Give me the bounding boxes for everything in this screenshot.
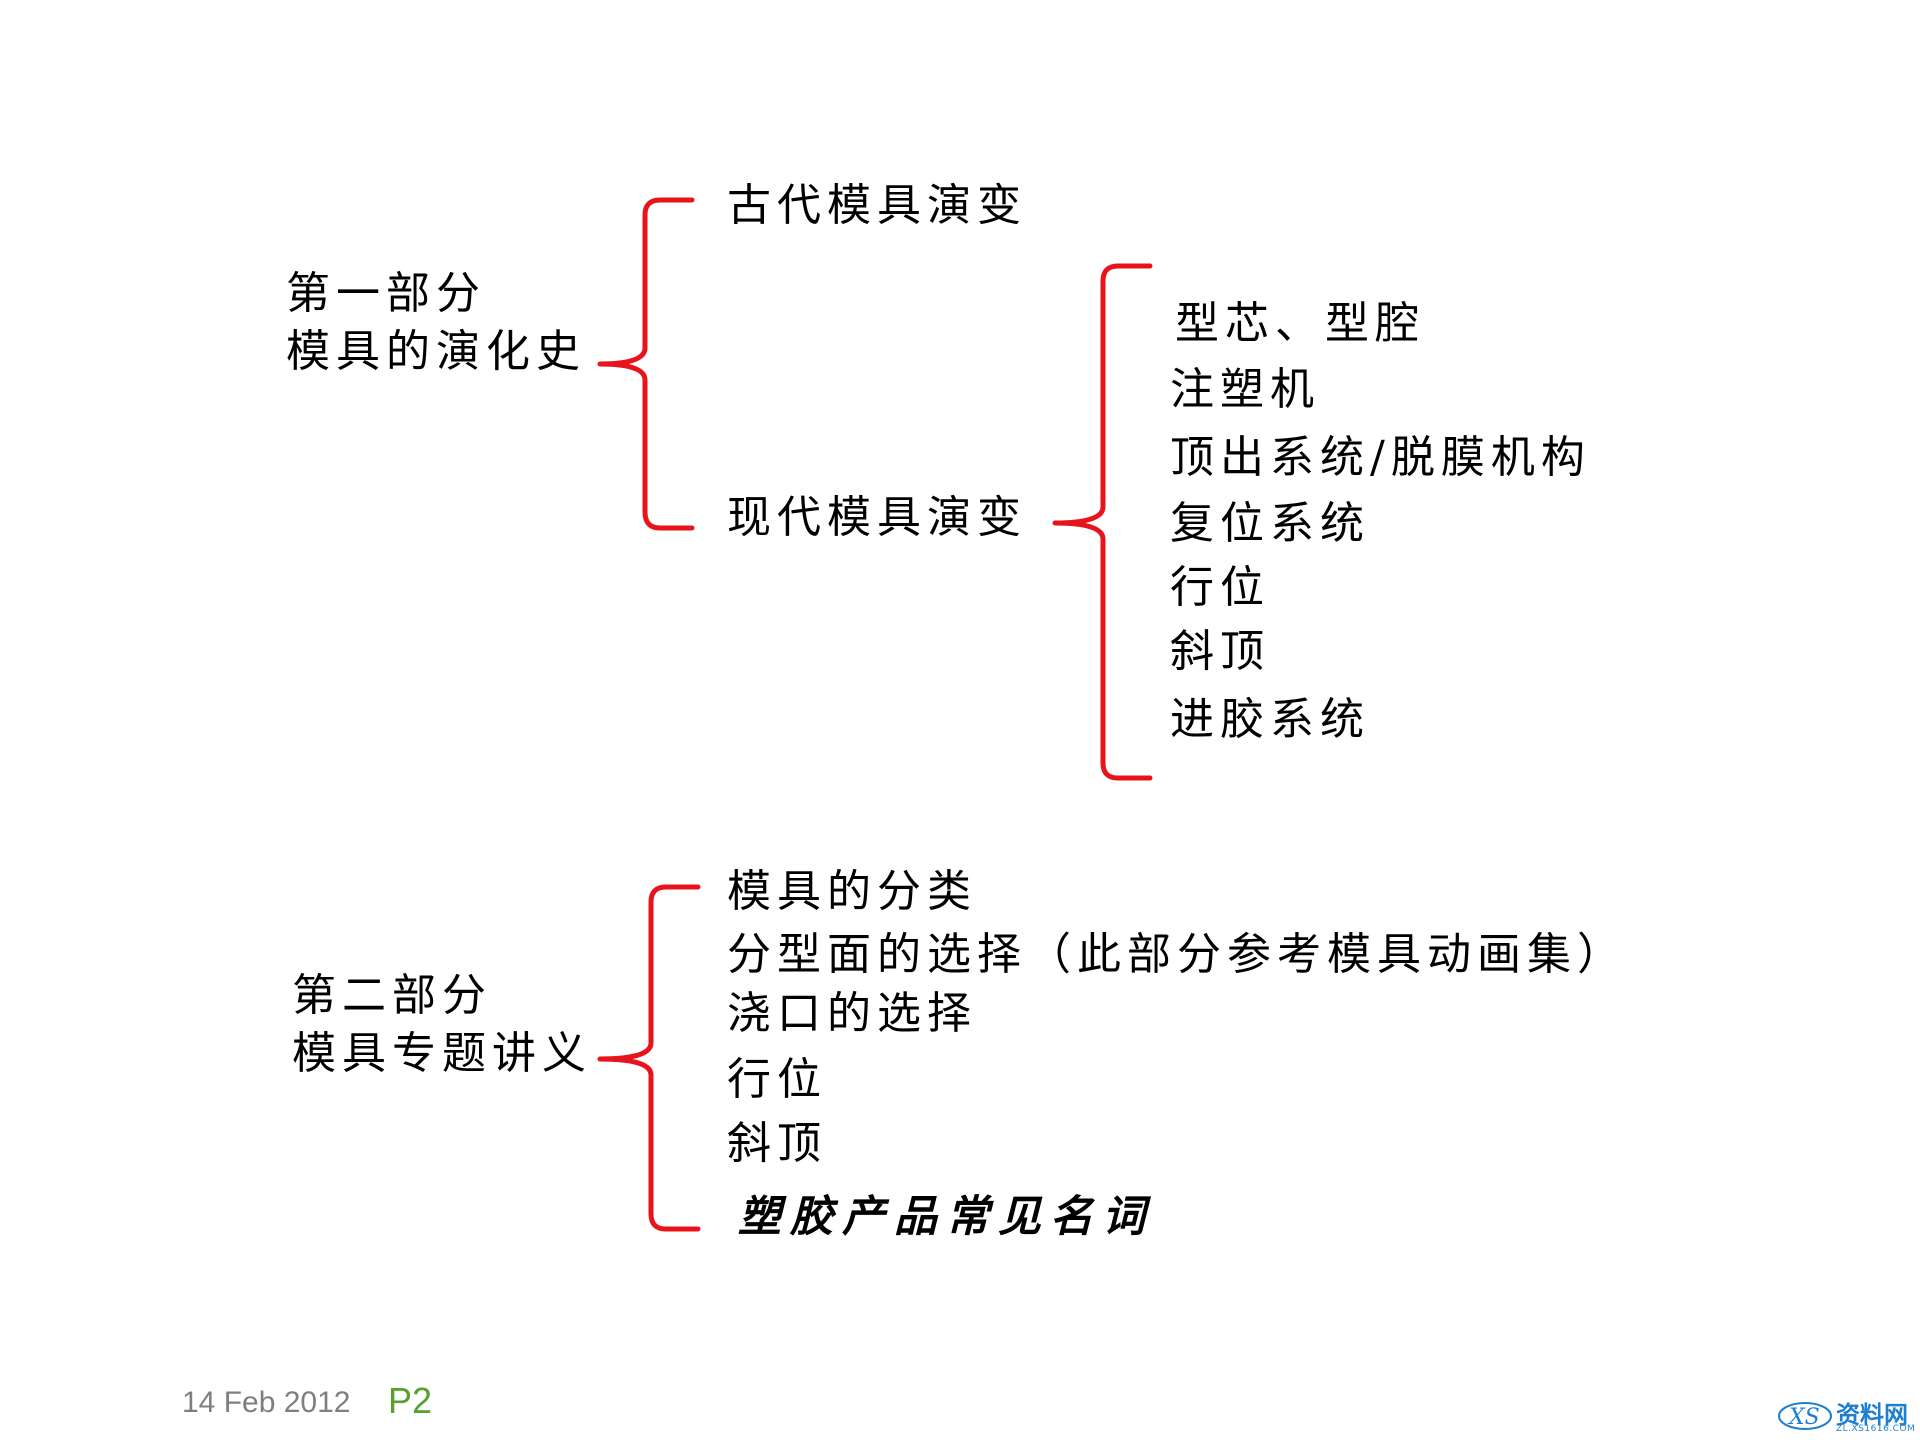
part1-bracket [597, 197, 695, 531]
part1-subtitle: 模具的演化史 [286, 326, 586, 377]
modern-item-slider: 行位 [1170, 562, 1270, 613]
part2-item-classification: 模具的分类 [727, 866, 977, 917]
branch-modern: 现代模具演变 [727, 492, 1027, 543]
watermark-brand: 资料网 [1836, 1401, 1908, 1429]
watermark-logo-icon: XS [1778, 1402, 1832, 1430]
part2-item-gate-selection: 浇口的选择 [727, 988, 977, 1039]
part2-item-lifter: 斜顶 [727, 1118, 827, 1169]
part2-heading: 第二部分 [292, 970, 492, 1021]
part2-item-parting-surface: 分型面的选择（此部分参考模具动画集） [727, 929, 1627, 980]
branch-ancient: 古代模具演变 [727, 180, 1027, 231]
footer-date: 14 Feb 2012 [182, 1386, 351, 1419]
part2-bracket [597, 884, 701, 1232]
svg-text:XS: XS [1787, 1405, 1820, 1430]
watermark-url: ZL.XS1616.COM [1836, 1424, 1916, 1434]
part2-item-plastic-terms: 塑胶产品常见名词 [738, 1192, 1154, 1242]
modern-item-injection-machine: 注塑机 [1170, 364, 1320, 415]
page-number: P2 [388, 1380, 433, 1421]
modern-item-gating-system: 进胶系统 [1170, 694, 1370, 745]
part2-subtitle: 模具专题讲义 [292, 1028, 592, 1079]
modern-item-ejection-system: 顶出系统/脱膜机构 [1170, 432, 1591, 483]
modern-item-core-cavity: 型芯、型腔 [1175, 298, 1425, 349]
part1-heading: 第一部分 [286, 268, 486, 319]
modern-item-return-system: 复位系统 [1170, 498, 1370, 549]
modern-bracket [1052, 263, 1153, 781]
modern-item-lifter: 斜顶 [1170, 626, 1270, 677]
part2-item-slider: 行位 [727, 1054, 827, 1105]
